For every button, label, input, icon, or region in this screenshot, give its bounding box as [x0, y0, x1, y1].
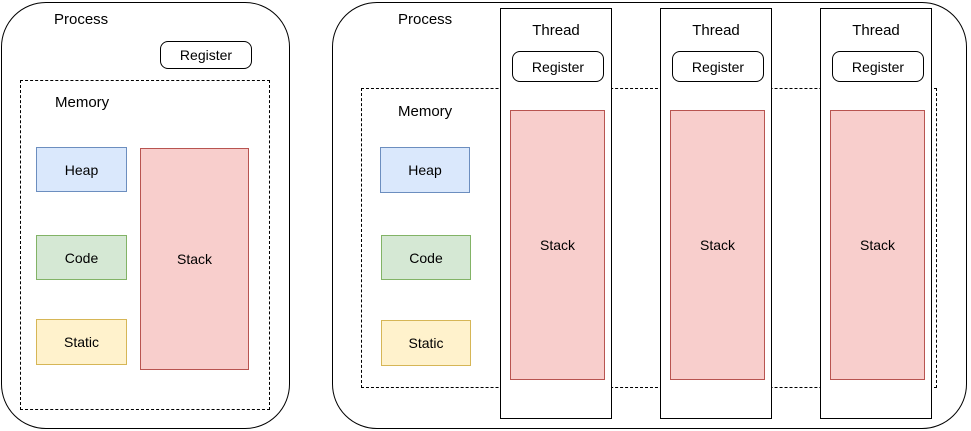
thread-title: Thread: [532, 22, 580, 39]
code-label: Code: [64, 249, 99, 266]
thread-stack-box: Stack: [670, 110, 765, 380]
code-label: Code: [409, 249, 443, 266]
register-label: Register: [851, 58, 905, 75]
register-label: Register: [691, 58, 745, 75]
single-process-static-box: Static: [36, 319, 127, 365]
multi-process-memory-region: [361, 88, 937, 388]
stack-label: Stack: [859, 237, 895, 253]
thread-stack-box: Stack: [830, 110, 925, 380]
multi-process-static-box: Static: [381, 320, 471, 366]
thread-register-box: Register: [512, 51, 604, 82]
single-process-stack-box: Stack: [140, 148, 249, 370]
static-label: Static: [63, 334, 99, 350]
stack-label: Stack: [539, 237, 575, 253]
thread-register-box: Register: [672, 51, 764, 82]
heap-label: Heap: [64, 161, 99, 178]
multi-process-heap-box: Heap: [380, 147, 470, 193]
register-label: Register: [531, 58, 585, 75]
thread-title: Thread: [692, 22, 740, 39]
single-process-memory-region: [20, 80, 270, 410]
stack-label: Stack: [176, 251, 212, 267]
single-process-code-box: Code: [36, 235, 127, 280]
register-label: Register: [179, 47, 233, 63]
single-process-title: Process: [54, 11, 109, 28]
multi-process-memory-title: Memory: [398, 103, 453, 120]
single-process-heap-box: Heap: [36, 147, 127, 192]
stack-label: Stack: [699, 237, 735, 253]
multi-process-title: Process: [398, 11, 453, 28]
thread-stack-box: Stack: [510, 110, 605, 380]
static-label: Static: [408, 335, 444, 351]
single-process-register-box: Register: [160, 41, 252, 69]
thread-panel-1: Thread Register Stack: [500, 8, 612, 419]
thread-panel-2: Thread Register Stack: [660, 8, 772, 419]
single-process-memory-title: Memory: [55, 94, 110, 111]
multi-process-code-box: Code: [381, 235, 471, 280]
thread-title: Thread: [852, 22, 900, 39]
thread-panel-3: Thread Register Stack: [820, 8, 932, 419]
heap-label: Heap: [408, 162, 442, 178]
thread-register-box: Register: [832, 51, 924, 82]
